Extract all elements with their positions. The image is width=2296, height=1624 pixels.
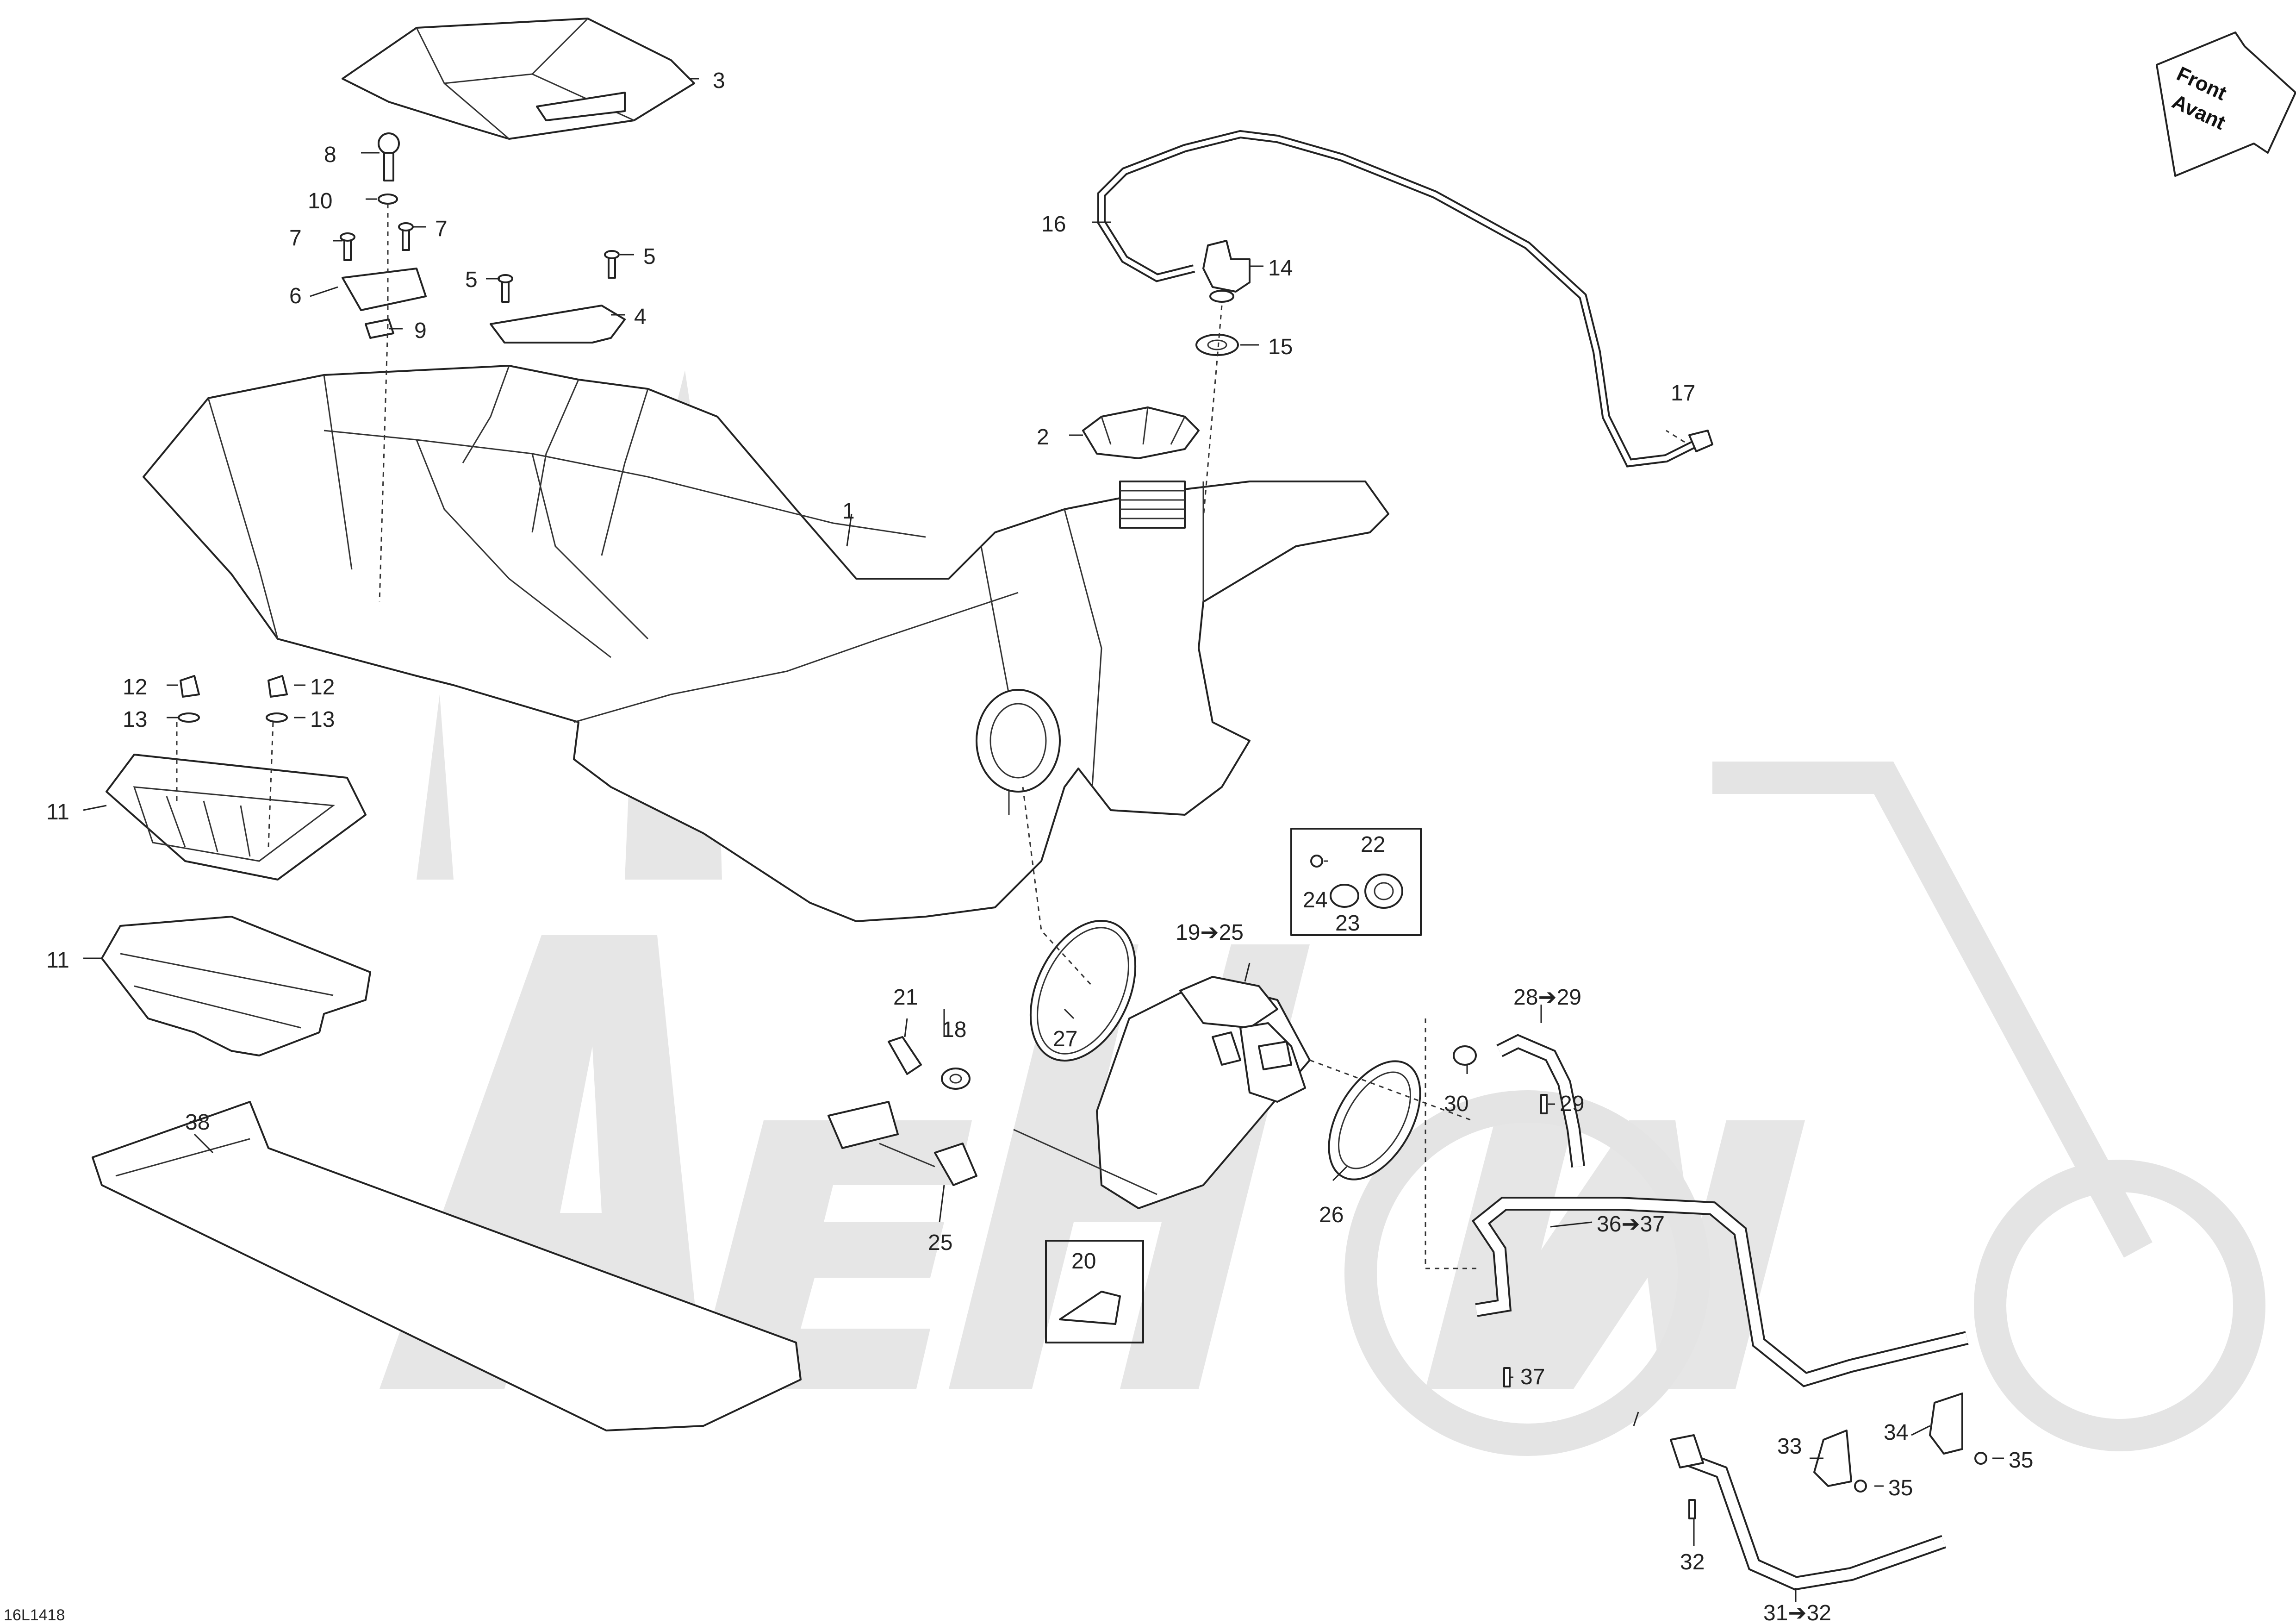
part-fuel-tank — [143, 365, 1389, 922]
callout-13b: 13 — [310, 707, 335, 732]
callout-27: 27 — [1053, 1027, 1077, 1051]
callout-19-25: 19➔25 — [1176, 920, 1244, 945]
part-floor-pad — [92, 1101, 802, 1431]
callout-28-29: 28➔29 — [1513, 985, 1581, 1010]
callout-26: 26 — [1319, 1203, 1344, 1227]
callout-5a: 5 — [465, 268, 478, 292]
callout-12b: 12 — [310, 675, 335, 700]
callout-8: 8 — [324, 143, 336, 167]
callout-16: 16 — [1041, 212, 1066, 237]
callout-10: 10 — [308, 189, 332, 213]
callout-35b: 35 — [2009, 1448, 2033, 1473]
callout-11b: 11 — [46, 948, 69, 973]
part-fuel-pump-module — [1013, 976, 1311, 1209]
part-fuel-level-sensor — [828, 1101, 977, 1186]
callout-21: 21 — [893, 985, 918, 1010]
callout-23: 23 — [1335, 911, 1360, 936]
inset-box-22-24 — [1290, 828, 1422, 936]
callout-34: 34 — [1884, 1420, 1908, 1445]
callout-37: 37 — [1520, 1365, 1545, 1389]
callout-7a: 7 — [289, 226, 302, 250]
callout-18: 18 — [942, 1018, 966, 1042]
part-fuel-cap — [1082, 406, 1200, 459]
front-arrow-icon: Front Avant — [2156, 31, 2296, 177]
callout-15: 15 — [1268, 335, 1293, 359]
part-storage-tray-lower — [101, 916, 371, 1056]
part-storage-tray-upper — [106, 754, 367, 881]
part-vent-hose — [1097, 130, 1713, 468]
callout-1: 1 — [842, 499, 855, 524]
callout-25: 25 — [928, 1230, 952, 1255]
callout-24: 24 — [1303, 888, 1327, 912]
callout-7b: 7 — [435, 217, 448, 241]
callout-6: 6 — [289, 284, 302, 308]
callout-17: 17 — [1671, 381, 1695, 406]
callout-29: 29 — [1560, 1092, 1584, 1116]
inset-box-20 — [1045, 1240, 1144, 1343]
diagram-code: 16L1418 — [4, 1606, 65, 1624]
part-lock-ring — [1328, 1060, 1421, 1181]
callout-35a: 35 — [1888, 1476, 1913, 1500]
callout-5b: 5 — [643, 244, 656, 269]
callout-labels: 3 8 10 7 7 6 9 5 5 4 1 2 16 14 15 17 12 … — [4, 69, 2033, 1624]
part-rollover-valve — [1195, 240, 1251, 356]
callout-30: 30 — [1444, 1092, 1468, 1116]
part-nuts-washers — [178, 675, 288, 723]
callout-12a: 12 — [123, 675, 147, 700]
callout-3: 3 — [713, 69, 725, 93]
callout-11a: 11 — [46, 800, 69, 824]
leader-lines — [83, 78, 2004, 1602]
callout-14: 14 — [1268, 256, 1293, 281]
part-sealing-ring — [1029, 919, 1137, 1062]
callout-38: 38 — [185, 1110, 210, 1135]
callout-2: 2 — [1037, 425, 1049, 450]
part-mounting-hardware — [340, 132, 626, 344]
callout-36-37: 36➔37 — [1597, 1212, 1665, 1237]
part-top-cover — [342, 18, 695, 140]
callout-13a: 13 — [123, 707, 147, 732]
part-hose-brackets — [1813, 1393, 1987, 1493]
callout-31-32: 31➔32 — [1763, 1601, 1831, 1624]
callout-4: 4 — [634, 305, 647, 329]
part-fitting — [888, 1036, 971, 1090]
callout-20: 20 — [1071, 1249, 1096, 1274]
callout-33: 33 — [1777, 1434, 1802, 1459]
callout-32: 32 — [1680, 1550, 1705, 1574]
callout-9: 9 — [414, 319, 427, 343]
callout-22: 22 — [1361, 832, 1385, 857]
